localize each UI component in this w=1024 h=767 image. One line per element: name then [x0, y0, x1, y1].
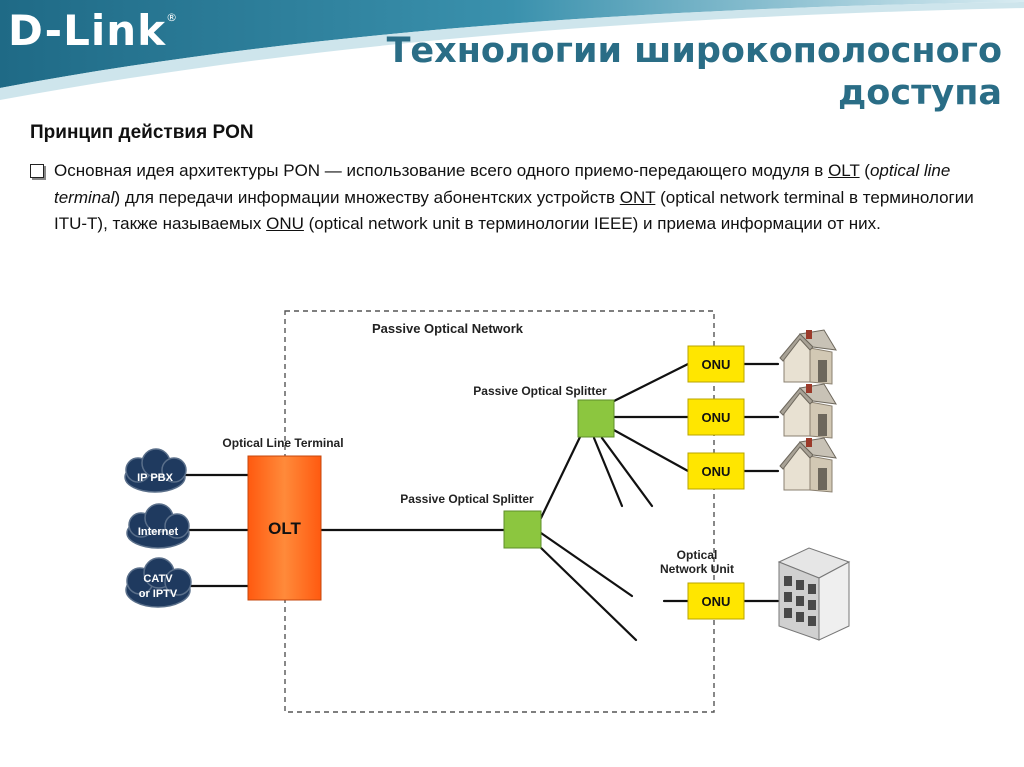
- onu-unit-4: ONU: [687, 582, 745, 620]
- term-onu: ONU: [266, 214, 304, 233]
- text-run: ) для передачи информации множеству абон…: [114, 187, 620, 207]
- bullet-text: Основная идея архитектуры PON — использо…: [54, 158, 990, 238]
- cloud-label-catv-line1: CATV: [143, 573, 173, 585]
- cloud-icon: [124, 448, 187, 493]
- section-title: Принцип действия PON: [30, 122, 254, 143]
- fiber-lines: [184, 362, 780, 642]
- slide-title-line1: Технологии широкополосного: [386, 31, 1002, 71]
- term-ont: ONT: [619, 187, 656, 207]
- olt-label: OLT: [268, 519, 301, 538]
- house-icon: [779, 329, 837, 385]
- cloud-label-catv-line2: or IPTV: [139, 588, 178, 600]
- cloud-catv: CATV or IPTV: [125, 557, 192, 608]
- cloud-label-ip-pbx: IP PBX: [137, 472, 174, 484]
- onu-label: ONU: [702, 357, 731, 372]
- registered-mark: ®: [166, 11, 179, 24]
- olt-caption: Optical Line Terminal: [222, 436, 343, 450]
- text-run: Основная идея архитектуры PON — использо…: [54, 161, 829, 180]
- office-building-icon: [777, 547, 851, 641]
- slide-title-line2: доступа: [838, 73, 1002, 113]
- slide-title: Технологии широкополосного доступа: [302, 30, 1002, 114]
- onu-box: [687, 582, 745, 620]
- header-band: [0, 0, 1024, 100]
- text-run: (optical network terminal в терминологии…: [54, 187, 974, 234]
- onu-caption-line1: Optical: [677, 548, 718, 562]
- term-olt-full: optical line terminal: [54, 161, 951, 207]
- onu-box: [687, 345, 745, 383]
- cloud-label-internet: Internet: [138, 526, 179, 538]
- onu-label: ONU: [702, 410, 731, 425]
- onu-label: ONU: [702, 594, 731, 609]
- checkbox-bullet-icon: [30, 164, 44, 178]
- cloud-internet: Internet: [126, 503, 190, 549]
- cloud-icon: [126, 503, 190, 549]
- logo-text: D-Link: [8, 6, 167, 55]
- onu-unit-1: ONU: [687, 345, 745, 383]
- splitter-bottom-label: Passive Optical Splitter: [400, 492, 534, 506]
- pon-label: Passive Optical Network: [372, 321, 524, 336]
- olt-box: [247, 455, 322, 601]
- cloud-icon: [125, 557, 192, 608]
- splitter-top-label: Passive Optical Splitter: [473, 384, 607, 398]
- onu-box: [687, 452, 745, 490]
- splitter-bottom: [503, 510, 542, 549]
- pon-boundary: [284, 310, 715, 713]
- onu-label: ONU: [702, 464, 731, 479]
- house-icon: [779, 437, 837, 493]
- dlink-logo: D-Link®: [8, 10, 178, 52]
- text-run: (optical network unit в терминологии IEE…: [303, 214, 881, 233]
- splitter-top: [577, 399, 615, 438]
- text-run: (: [859, 161, 870, 180]
- term-olt: OLT: [828, 161, 860, 180]
- onu-unit-2: ONU: [687, 398, 745, 436]
- cloud-ip-pbx: IP PBX: [124, 448, 187, 493]
- onu-box: [687, 398, 745, 436]
- onu-caption-line2: Network Unit: [660, 562, 734, 576]
- bullet-paragraph: Основная идея архитектуры PON — использо…: [30, 158, 990, 238]
- house-icon: [779, 383, 837, 439]
- onu-unit-3: ONU: [687, 452, 745, 490]
